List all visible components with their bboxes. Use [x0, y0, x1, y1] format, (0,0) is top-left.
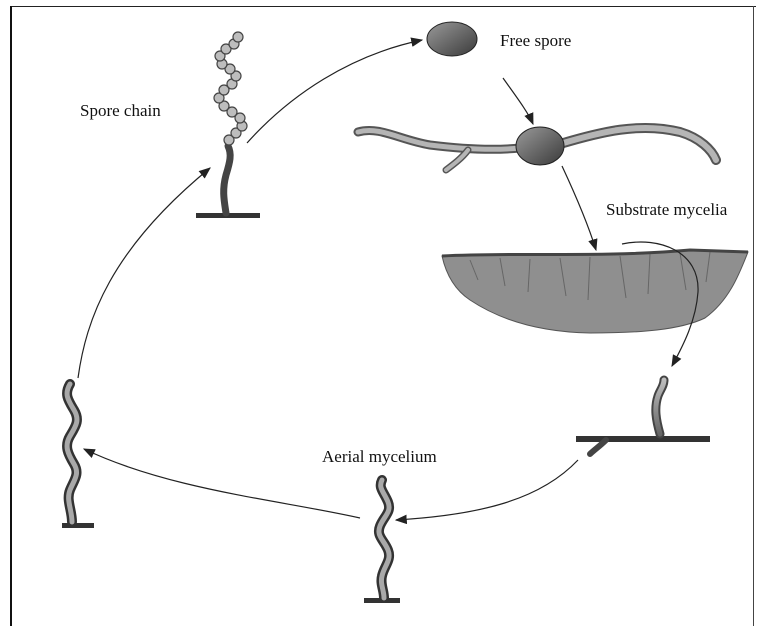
young-aerial-hypha-illustration [576, 380, 710, 454]
substrate-mycelia-illustration [442, 250, 748, 333]
arrow-germination-to-substrate [562, 166, 596, 250]
label-substrate-mycelia: Substrate mycelia [606, 200, 727, 220]
aerial-mycelium-illustration [364, 480, 400, 603]
spore-chain-illustration [196, 32, 260, 218]
spore-chain-beads [214, 32, 247, 145]
coiled-hypha-illustration [62, 384, 94, 528]
arrow-chain-to-spore [247, 40, 422, 143]
arrow-spore-to-germination [503, 78, 533, 124]
arrow-coil-to-spore-chain [78, 168, 210, 378]
germinating-spore-illustration [358, 127, 716, 170]
arrow-hypha-to-aerial-mycelium [396, 460, 578, 520]
label-spore-chain: Spore chain [80, 101, 161, 121]
spore-chain-stalk [224, 146, 230, 213]
label-aerial-mycelium: Aerial mycelium [322, 447, 437, 467]
arrow-aerial-to-coil [84, 449, 360, 518]
label-free-spore: Free spore [500, 31, 571, 51]
free-spore-oval [427, 22, 477, 56]
